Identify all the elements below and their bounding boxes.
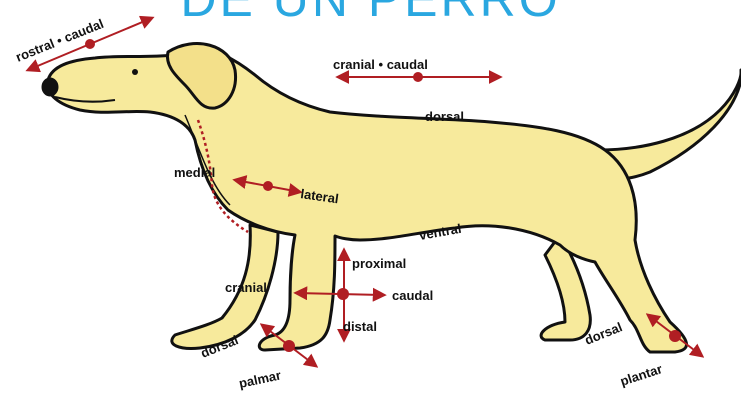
label-cranial: cranial xyxy=(225,280,267,295)
label-plantar: plantar xyxy=(618,361,664,389)
dog-nose xyxy=(43,79,57,95)
dot-medial-lateral xyxy=(263,181,273,191)
dog-illustration xyxy=(43,44,741,352)
label-medial: medial xyxy=(174,165,215,180)
label-palmar: palmar xyxy=(238,367,283,391)
dog-eye xyxy=(132,69,138,75)
label-caudal: caudal xyxy=(392,288,433,303)
label-distal: distal xyxy=(343,319,377,334)
dot-rostral-caudal xyxy=(85,39,95,49)
dot-dorsal-plantar xyxy=(669,330,681,342)
dog-body xyxy=(48,49,687,352)
dot-leg xyxy=(337,288,349,300)
label-proximal: proximal xyxy=(352,256,406,271)
dot-dorsal-palmar xyxy=(283,340,295,352)
label-dorsal: dorsal xyxy=(425,109,464,124)
dot-cranial-caudal-top xyxy=(413,72,423,82)
label-cranial-caudal-top: cranial • caudal xyxy=(333,57,428,72)
